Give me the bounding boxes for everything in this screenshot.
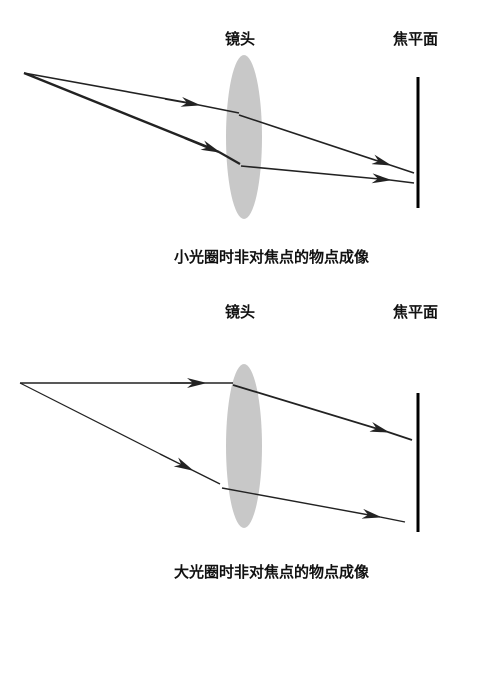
- bottom-ray-lower-outgoing: [221, 487, 382, 519]
- bottom-ray-lower-tail: [379, 516, 406, 523]
- top-ray-upper-mid: [198, 104, 240, 114]
- bottom-lens-label: 镜头: [225, 303, 256, 321]
- bottom-ray-lower-incoming: [19, 382, 171, 460]
- bottom-ray-upper-outgoing: [232, 384, 390, 433]
- top-ray-upper-outgoing: [238, 114, 392, 166]
- bottom-rays: [19, 378, 413, 523]
- bottom-ray-lower-arrow: [159, 453, 194, 471]
- bottom-ray-lower-mid: [191, 469, 221, 485]
- top-rays: [23, 71, 415, 184]
- top-lens-label: 镜头: [225, 30, 256, 48]
- bottom-ray-upper-tail: [387, 431, 413, 441]
- top-ray-lower-mid: [218, 151, 241, 165]
- top-ray-lower-arrow: [184, 136, 221, 154]
- top-focal-plane-label: 焦平面: [393, 30, 439, 48]
- top-caption: 小光圈时非对焦点的物点成像: [174, 248, 370, 266]
- bottom-focal-plane-label: 焦平面: [393, 303, 439, 321]
- top-ray-lower-outgoing: [240, 165, 392, 184]
- top-ray-lower-incoming: [23, 71, 216, 152]
- top-ray-upper-arrow: [164, 96, 201, 107]
- bottom-caption: 大光圈时非对焦点的物点成像: [174, 563, 370, 581]
- top-ray-lower-tail: [389, 179, 415, 184]
- bottom-lens: [226, 364, 262, 528]
- top-lens: [226, 55, 262, 219]
- top-ray-upper-tail: [389, 164, 415, 174]
